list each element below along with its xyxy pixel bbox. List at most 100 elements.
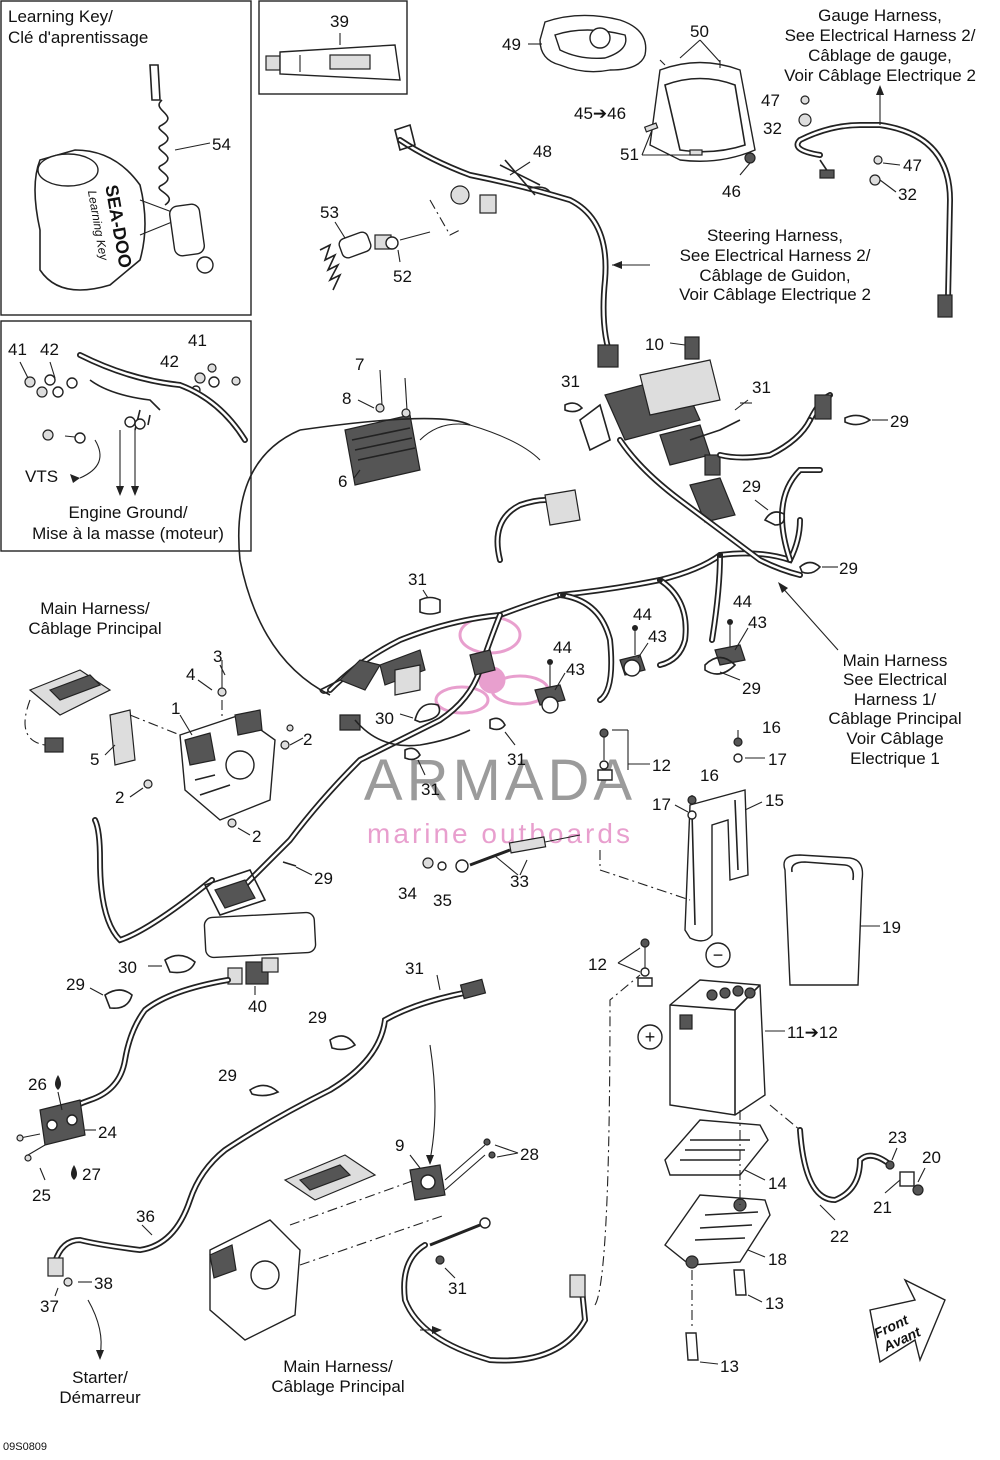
callout-32b: 32 <box>898 185 917 204</box>
callout-50: 50 <box>690 22 709 41</box>
callout-18: 18 <box>768 1250 787 1269</box>
gauge-harness <box>794 85 954 318</box>
diagram-code: 09S0809 <box>3 1441 47 1453</box>
clip-set-c <box>534 659 566 714</box>
note-starter-2: Démarreur <box>59 1388 141 1407</box>
ground-callout-41b: 41 <box>188 331 207 350</box>
ground-callout-41a: 41 <box>8 340 27 359</box>
watermark-tagline: marine outboards <box>367 818 633 849</box>
callout-6: 6 <box>338 472 347 491</box>
callout-53: 53 <box>320 203 339 222</box>
callout-29d: 29 <box>742 679 761 698</box>
callout-12a: 12 <box>652 756 671 775</box>
note-starter-1: Starter/ <box>72 1368 128 1387</box>
front-arrow-icon: Front Avant <box>869 1278 946 1364</box>
callout-8: 8 <box>342 389 351 408</box>
inset-learning-key: Learning Key/ Clé d'aprentissage SEA-DOO… <box>0 0 252 316</box>
callout-39: 39 <box>330 12 349 31</box>
callout-46: 46 <box>722 182 741 201</box>
vts-label: VTS <box>25 467 58 486</box>
callout-16b: 16 <box>700 766 719 785</box>
steering-harness <box>394 123 650 368</box>
lower-fuse-box <box>209 1154 446 1341</box>
callout-34: 34 <box>398 884 417 903</box>
callout-29f: 29 <box>66 975 85 994</box>
callout-1: 1 <box>171 699 180 718</box>
note-gauge-1: Gauge Harness, <box>818 6 942 25</box>
callout-38: 38 <box>94 1274 113 1293</box>
callout-12b: 12 <box>588 955 607 974</box>
learning-key-title-en: Learning Key/ <box>8 7 113 26</box>
ground-hardware-icon <box>19 352 248 496</box>
gauge-assembly <box>539 14 756 164</box>
note-main-right-1: Main Harness <box>843 651 948 670</box>
callout-29h: 29 <box>218 1066 237 1085</box>
callout-21: 21 <box>873 1198 892 1217</box>
callout-31g: 31 <box>448 1279 467 1298</box>
ground-callout-42b: 42 <box>160 352 179 371</box>
callout-7: 7 <box>355 355 364 374</box>
callout-9: 9 <box>395 1136 404 1155</box>
callout-54: 54 <box>212 135 231 154</box>
note-main-right-2: See Electrical <box>843 670 947 689</box>
battery-base-18 <box>664 1110 771 1361</box>
callout-13a: 13 <box>765 1294 784 1313</box>
connector-40 <box>227 957 279 985</box>
callout-2a: 2 <box>303 730 312 749</box>
callout-3: 3 <box>213 647 222 666</box>
engine-ground-en: Engine Ground/ <box>68 503 187 522</box>
callout-5: 5 <box>90 750 99 769</box>
callout-47b: 47 <box>903 156 922 175</box>
callout-28: 28 <box>520 1145 539 1164</box>
callout-45-46: 45➔46 <box>574 104 626 123</box>
voltage-regulator <box>344 369 541 486</box>
learning-key-title-fr: Clé d'aprentissage <box>8 28 148 47</box>
battery-tray-14 <box>664 1119 769 1176</box>
solenoid-9 <box>409 1044 496 1201</box>
note-main-right-6: Electrique 1 <box>850 749 940 768</box>
note-steering-2: See Electrical Harness 2/ <box>680 246 871 265</box>
note-gauge-4: Voir Câblage Electrique 2 <box>784 66 976 85</box>
callout-29c: 29 <box>839 559 858 578</box>
callout-2c: 2 <box>252 827 261 846</box>
callout-22: 22 <box>830 1227 849 1246</box>
callout-10: 10 <box>645 335 664 354</box>
note-main-right-4: Câblage Principal <box>828 709 961 728</box>
callout-43c: 43 <box>566 660 585 679</box>
callout-51: 51 <box>620 145 639 164</box>
callout-31e: 31 <box>421 780 440 799</box>
callout-16a: 16 <box>762 718 781 737</box>
note-gauge-2: See Electrical Harness 2/ <box>785 26 976 45</box>
fuse-box-assembly <box>579 336 741 523</box>
pickup-spring-icon <box>319 231 431 291</box>
callout-35: 35 <box>433 891 452 910</box>
callout-36: 36 <box>136 1207 155 1226</box>
callout-15: 15 <box>765 791 784 810</box>
ground-callout-42a: 42 <box>40 340 59 359</box>
callout-20: 20 <box>922 1148 941 1167</box>
callout-44c: 44 <box>553 638 572 657</box>
battery-hardware-12 <box>617 938 653 987</box>
ground-cable-22 <box>769 1104 924 1204</box>
callout-11-12: 11➔12 <box>787 1023 838 1042</box>
callout-47a: 47 <box>761 91 780 110</box>
note-main-right-3: Harness 1/ <box>854 690 936 709</box>
callout-37: 37 <box>40 1297 59 1316</box>
callout-44b: 44 <box>733 592 752 611</box>
main-harness <box>92 392 833 959</box>
note-main-bottom-1: Main Harness/ <box>283 1357 393 1376</box>
note-main-bottom-2: Câblage Principal <box>271 1377 404 1396</box>
callout-43b: 43 <box>748 613 767 632</box>
callout-19: 19 <box>882 918 901 937</box>
main-harness-left-sketch <box>24 669 112 753</box>
bracket-hardware-12 <box>597 728 650 781</box>
starter-cable-lower <box>401 974 641 1364</box>
callout-44a: 44 <box>633 605 652 624</box>
note-steering-1: Steering Harness, <box>707 226 843 245</box>
note-steering-4: Voir Câblage Electrique 2 <box>679 285 871 304</box>
callout-30a: 30 <box>375 709 394 728</box>
callout-31d: 31 <box>507 750 526 769</box>
callout-30b: 30 <box>118 958 137 977</box>
